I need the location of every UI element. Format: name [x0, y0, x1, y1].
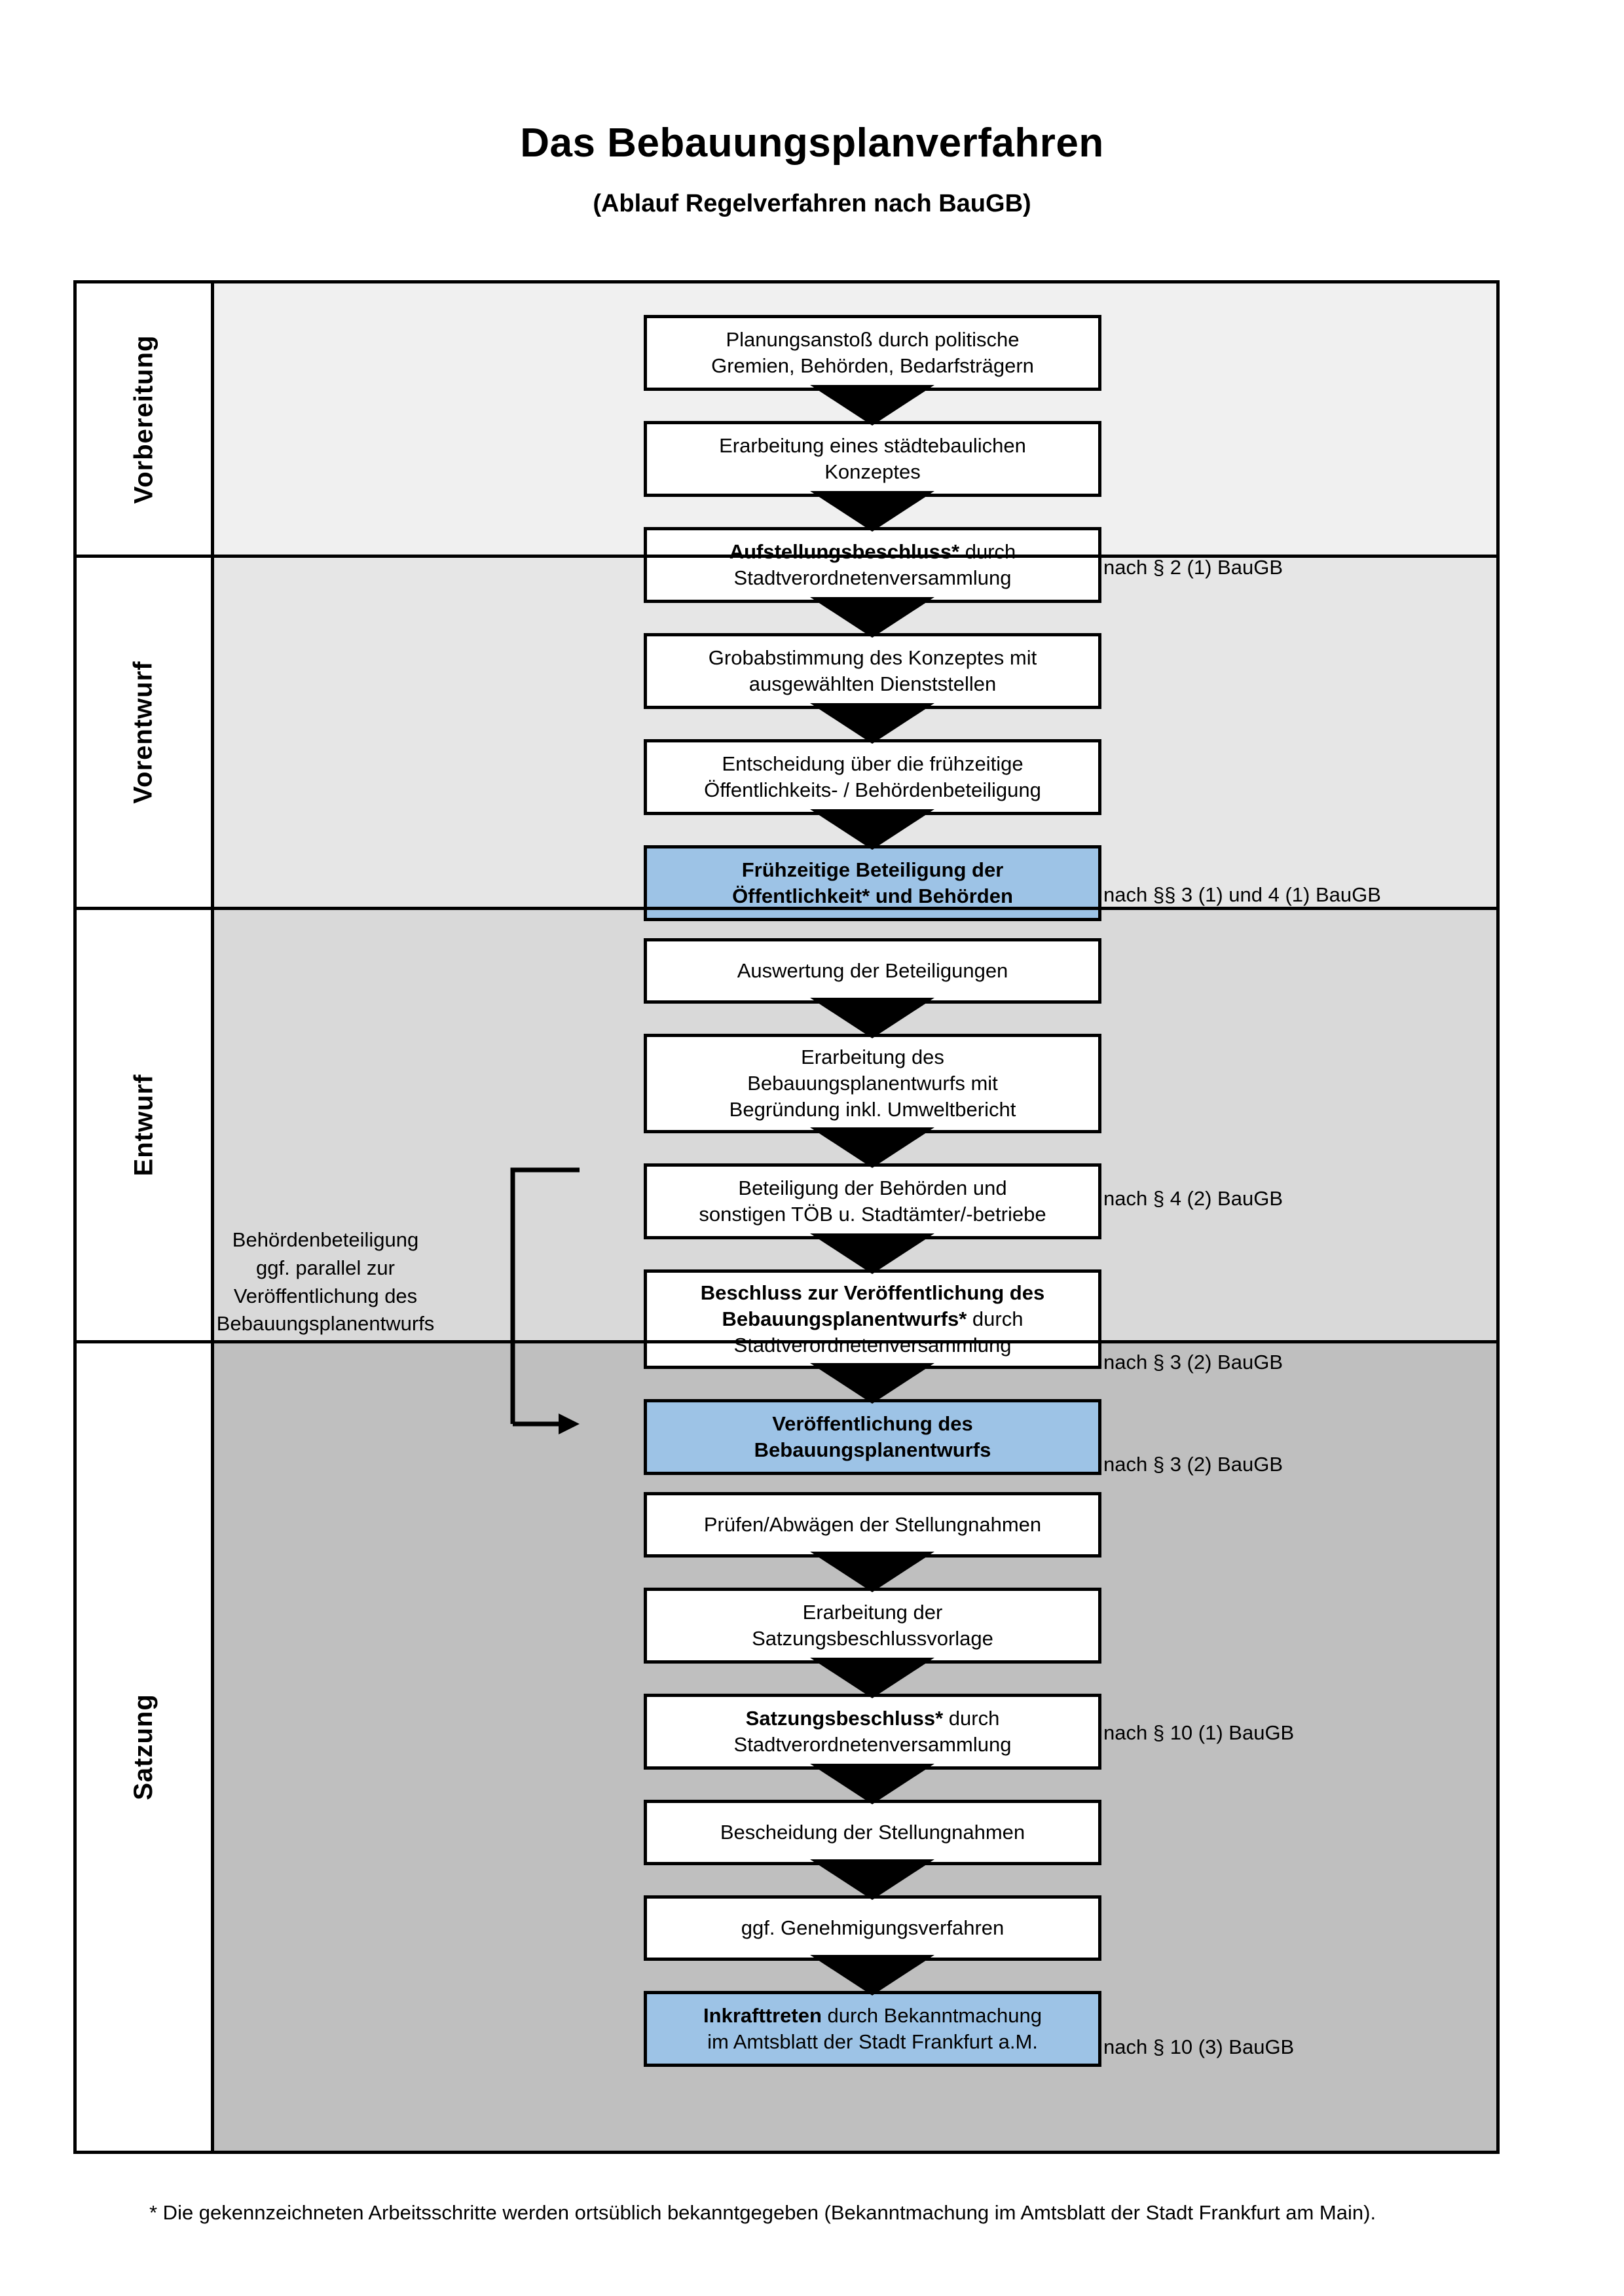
phase-label-text: Satzung: [128, 1694, 158, 1800]
arrow-down-13: [810, 1859, 934, 1900]
flow-box-text: Aufstellungsbeschluss* durch Stadtverord…: [729, 539, 1016, 589]
side-annotation-line: Behördenbeteiligung: [232, 1228, 419, 1251]
side-annotation-line: Veröffentlichung des: [233, 1284, 418, 1307]
flow-box-text: Prüfen/Abwägen der Stellungnahmen: [703, 1512, 1042, 1536]
footnote: * Die gekennzeichneten Arbeitsschritte w…: [149, 2201, 1376, 2224]
arrow-down-14: [810, 1955, 934, 1995]
page-title: Das Bebauungsplanverfahren: [520, 120, 1104, 166]
phase-label-vorbereitung: Vorbereitung: [77, 283, 211, 555]
side-annotation-line: ggf. parallel zur: [256, 1256, 395, 1279]
legal-note-par-10-3: nach § 10 (3) BauGB: [1103, 2035, 1295, 2058]
arrow-down-10: [810, 1552, 934, 1592]
flow-box-text: Satzungsbeschluss* durch Stadtverordnete…: [733, 1706, 1012, 1756]
arrow-down-7: [810, 1127, 934, 1168]
flow-box-staedtebauliches-konzept[interactable]: Erarbeitung eines städtebaulichen Konzep…: [644, 421, 1101, 497]
flow-box-text: Beschluss zur Veröffentlichung des Bebau…: [700, 1281, 1045, 1357]
flow-box-veroeffentlichung-entwurf[interactable]: Veröffentlichung des Bebauungsplanentwur…: [644, 1399, 1101, 1475]
flow-box-satzungsbeschluss[interactable]: Satzungsbeschluss* durch Stadtverordnete…: [644, 1694, 1101, 1770]
legal-note-par-2-1: nach § 2 (1) BauGB: [1103, 556, 1283, 579]
arrow-down-5: [810, 809, 934, 850]
flow-box-genehmigungsverfahren[interactable]: ggf. Genehmigungsverfahren: [644, 1895, 1101, 1961]
flow-box-text: Auswertung der Beteiligungen: [737, 958, 1008, 982]
phase-label-vorentwurf: Vorentwurf: [77, 558, 211, 907]
phase-label-entwurf: Entwurf: [77, 910, 211, 1340]
phase-label-satzung: Satzung: [77, 1343, 211, 2151]
flow-box-text: Erarbeitung der Satzungsbeschlussvorlage: [752, 1600, 993, 1650]
phase-label-text: Entwurf: [129, 1074, 158, 1176]
flow-box-text: Erarbeitung eines städtebaulichen Konzep…: [719, 433, 1026, 483]
flow-box-text: Grobabstimmung des Konzeptes mit ausgewä…: [708, 646, 1037, 695]
arrow-down-2: [810, 491, 934, 532]
flow-box-text: Erarbeitung des Bebauungsplanentwurfs mi…: [729, 1045, 1016, 1121]
flow-box-beschluss-veroeffentlichung[interactable]: Beschluss zur Veröffentlichung des Bebau…: [644, 1269, 1101, 1369]
legal-note-par-3-2-a: nach § 3 (2) BauGB: [1103, 1351, 1283, 1374]
legal-note-par-10-1: nach § 10 (1) BauGB: [1103, 1721, 1295, 1744]
flow-box-text: ggf. Genehmigungsverfahren: [741, 1916, 1005, 1939]
arrow-down-6: [810, 998, 934, 1038]
flow-box-bescheidung-stellungnahmen[interactable]: Bescheidung der Stellungnahmen: [644, 1800, 1101, 1865]
arrow-down-11: [810, 1658, 934, 1698]
title-block: Das Bebauungsplanverfahren (Ablauf Regel…: [0, 120, 1624, 218]
phase-label-text: Vorentwurf: [129, 661, 158, 804]
flow-box-text: Inkrafttreten durch Bekanntmachung im Am…: [703, 2003, 1042, 2053]
flow-box-planungsanstoss[interactable]: Planungsanstoß durch politische Gremien,…: [644, 315, 1101, 391]
flowchart-frame: Vorbereitung Vorentwurf Entwurf Satzung …: [73, 280, 1500, 2154]
flow-box-inkrafttreten[interactable]: Inkrafttreten durch Bekanntmachung im Am…: [644, 1991, 1101, 2067]
arrow-down-4: [810, 703, 934, 744]
bypass-arrow-connector: [510, 1167, 580, 1434]
legal-note-par-3-1-4-1: nach §§ 3 (1) und 4 (1) BauGB: [1103, 883, 1381, 906]
flow-box-erarbeitung-bebauungsplanentwurf[interactable]: Erarbeitung des Bebauungsplanentwurfs mi…: [644, 1034, 1101, 1133]
flow-box-entscheidung-fruehzeitige-beteiligung[interactable]: Entscheidung über die frühzeitige Öffent…: [644, 739, 1101, 815]
side-annotation-line: Bebauungsplanentwurfs: [216, 1312, 435, 1336]
flow-box-text: Frühzeitige Beteiligung der Öffentlichke…: [732, 858, 1013, 907]
arrow-down-8: [810, 1233, 934, 1274]
flow-box-text: Veröffentlichung des Bebauungsplanentwur…: [754, 1412, 991, 1461]
arrow-down-3: [810, 597, 934, 638]
flow-box-pruefen-abwaegen[interactable]: Prüfen/Abwägen der Stellungnahmen: [644, 1492, 1101, 1558]
band-divider-3: [77, 1340, 1496, 1343]
flow-box-aufstellungsbeschluss[interactable]: Aufstellungsbeschluss* durch Stadtverord…: [644, 527, 1101, 603]
flow-box-text: Beteiligung der Behörden und sonstigen T…: [699, 1176, 1046, 1226]
arrow-down-9: [810, 1363, 934, 1404]
flow-box-grobabstimmung[interactable]: Grobabstimmung des Konzeptes mit ausgewä…: [644, 633, 1101, 709]
page-subtitle: (Ablauf Regelverfahren nach BauGB): [593, 190, 1031, 218]
legal-note-par-4-2: nach § 4 (2) BauGB: [1103, 1187, 1283, 1210]
band-divider-1: [77, 555, 1496, 558]
side-annotation-behoerdenbeteiligung: Behördenbeteiligung ggf. parallel zur Ve…: [168, 1226, 483, 1338]
flow-box-erarbeitung-satzungsbeschlussvorlage[interactable]: Erarbeitung der Satzungsbeschlussvorlage: [644, 1588, 1101, 1664]
flow-box-text: Planungsanstoß durch politische Gremien,…: [711, 327, 1034, 377]
band-divider-2: [77, 907, 1496, 910]
flow-box-beteiligung-behoerden-toeb[interactable]: Beteiligung der Behörden und sonstigen T…: [644, 1163, 1101, 1239]
arrow-down-1: [810, 385, 934, 426]
flow-box-text: Entscheidung über die frühzeitige Öffent…: [704, 752, 1041, 801]
flow-box-auswertung-beteiligungen[interactable]: Auswertung der Beteiligungen: [644, 938, 1101, 1004]
label-column-divider: [211, 283, 214, 2151]
flow-box-text: Bescheidung der Stellungnahmen: [720, 1820, 1025, 1844]
arrow-down-12: [810, 1764, 934, 1804]
legal-note-par-3-2-b: nach § 3 (2) BauGB: [1103, 1453, 1283, 1476]
phase-label-text: Vorbereitung: [129, 335, 158, 503]
